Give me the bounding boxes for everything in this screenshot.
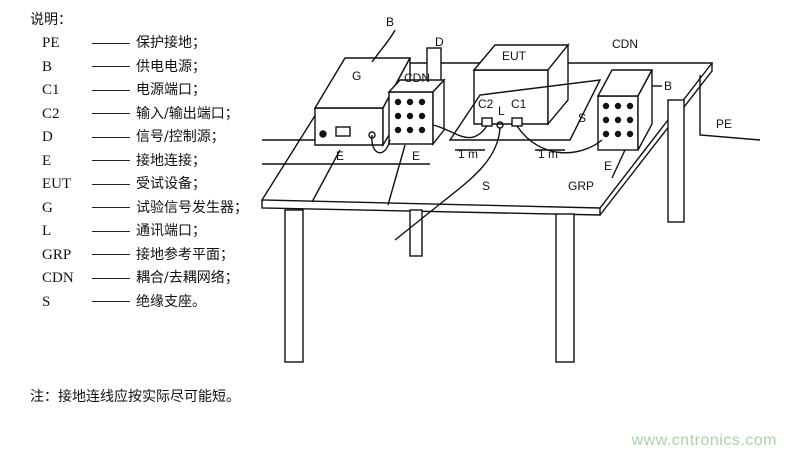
dash-line: [92, 230, 130, 232]
table-leg-back-left: [409, 209, 423, 257]
legend-description: 耦合/去耦网络；: [136, 270, 239, 286]
dash-line: [92, 207, 130, 208]
label-e-left: E: [336, 149, 344, 163]
table-leg-front-left: [284, 209, 304, 363]
legend-row-l: L 通讯端口；: [30, 220, 270, 244]
dash-line: [92, 183, 130, 185]
supply-cable-top: [371, 29, 396, 63]
legend-note: 注：接地连线应按实际尽可能短。: [30, 389, 240, 405]
dash-line: [92, 254, 130, 255]
legend-symbol: S: [42, 293, 51, 310]
label-pe: PE: [716, 117, 732, 131]
label-eut: EUT: [502, 49, 527, 63]
dash-line: [92, 136, 130, 138]
legend-symbol: PE: [42, 35, 60, 51]
label-l: L: [498, 104, 505, 118]
label-grp: GRP: [568, 179, 594, 193]
legend-row-c2: C2 输入/输出端口；: [30, 103, 270, 127]
legend-symbol: G: [42, 199, 53, 216]
dash-line: [92, 277, 130, 279]
legend-row-cdn: CDN 耦合/去耦网络；: [30, 267, 270, 291]
label-b-top: B: [386, 15, 394, 29]
label-e-mid: E: [412, 149, 420, 163]
legend-symbol: L: [42, 223, 52, 239]
legend: 说明： PE 保护接地； B 供电电源； C1 电源端口； C2 输入/输出端口…: [30, 8, 270, 405]
legend-description: 试验信号发生器；: [136, 199, 248, 216]
legend-row-grp: GRP 接地参考平面；: [30, 244, 270, 268]
legend-row-pe: PE 保护接地；: [30, 32, 270, 56]
cable-eut-to-cdn-right: [516, 125, 603, 154]
dash-line: [92, 89, 130, 91]
eut-side: [547, 43, 569, 126]
label-1m-left: 1 m: [458, 147, 478, 161]
legend-description: 电源端口；: [136, 82, 206, 98]
legend-description: 绝缘支座。: [136, 293, 206, 310]
legend-row-e: E 接地连接；: [30, 150, 270, 174]
legend-symbol: GRP: [42, 246, 72, 263]
legend-symbol: D: [42, 129, 53, 145]
legend-symbol: B: [42, 58, 53, 75]
table-edge-side: [599, 63, 713, 216]
table-leg-back-right: [667, 99, 685, 223]
legend-title: 说明：: [30, 12, 72, 28]
legend-row-g: G 试验信号发生器；: [30, 197, 270, 221]
label-g: G: [352, 69, 361, 83]
legend-row-s: S 绝缘支座。: [30, 291, 270, 315]
legend-symbol: CDN: [42, 270, 74, 286]
label-e-right: E: [604, 159, 612, 173]
dash-line: [92, 113, 130, 114]
legend-row-d: D 信号/控制源；: [30, 126, 270, 150]
generator-meter: [335, 126, 351, 137]
label-1m-right: 1 m: [538, 147, 558, 161]
ground-strap-right: [611, 149, 626, 179]
label-c2: C2: [478, 97, 494, 111]
legend-symbol: E: [42, 152, 52, 169]
label-cdn-left: CDN: [404, 71, 430, 85]
legend-description: 接地连接；: [136, 152, 206, 169]
label-d: D: [435, 35, 444, 49]
legend-description: 供电电源；: [136, 58, 206, 75]
label-s-bottom: S: [482, 179, 490, 193]
dash-line: [92, 42, 130, 44]
legend-description: 受试设备；: [136, 176, 206, 192]
cable-l-down: [394, 127, 501, 241]
ground-strap-left: [311, 149, 341, 203]
legend-row-b: B 供电电源；: [30, 56, 270, 80]
label-c1: C1: [511, 97, 527, 111]
legend-symbol: C1: [42, 82, 60, 98]
legend-description: 通讯端口；: [136, 223, 206, 239]
legend-symbol: EUT: [42, 176, 72, 192]
table-leg-front-right: [555, 213, 575, 363]
legend-row-eut: EUT 受试设备；: [30, 173, 270, 197]
dash-line: [92, 66, 130, 67]
legend-row-c1: C1 电源端口；: [30, 79, 270, 103]
dash-line: [92, 301, 130, 302]
watermark: www.cntronics.com: [631, 432, 777, 449]
ground-strap-mid: [387, 144, 406, 206]
cable-g-to-cdn: [371, 134, 391, 154]
dash-line: [92, 160, 130, 161]
legend-description: 接地参考平面；: [136, 246, 234, 263]
label-b-right: B: [664, 79, 672, 93]
legend-description: 输入/输出端口；: [136, 105, 239, 122]
legend-description: 保护接地；: [136, 35, 206, 51]
label-cdn-right: CDN: [612, 37, 638, 51]
legend-description: 信号/控制源；: [136, 129, 225, 145]
label-s-right: S: [578, 111, 586, 125]
legend-symbol: C2: [42, 105, 60, 122]
cable-cdn-to-eut: [432, 124, 488, 139]
cable-pe: [699, 75, 761, 141]
